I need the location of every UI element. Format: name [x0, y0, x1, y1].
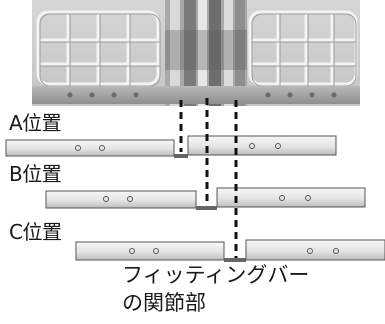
joint-guide-lines [179, 98, 238, 258]
rail-holes [67, 92, 337, 98]
label-position-c: C位置 [9, 220, 62, 244]
caption-line-1: フィッティングバー [122, 263, 310, 287]
left-wire-rack [36, 10, 160, 86]
bottom-rail [32, 86, 360, 104]
left-wire-rack-shadow [39, 13, 161, 87]
label-position-a: A位置 [9, 111, 62, 135]
bars-position-b [45, 187, 366, 210]
bars-position-a [5, 135, 337, 158]
caption-line-2: の関節部 [122, 291, 206, 315]
label-position-b: B位置 [9, 162, 62, 186]
rack-photo [32, 0, 360, 106]
bars-position-c [75, 239, 385, 262]
